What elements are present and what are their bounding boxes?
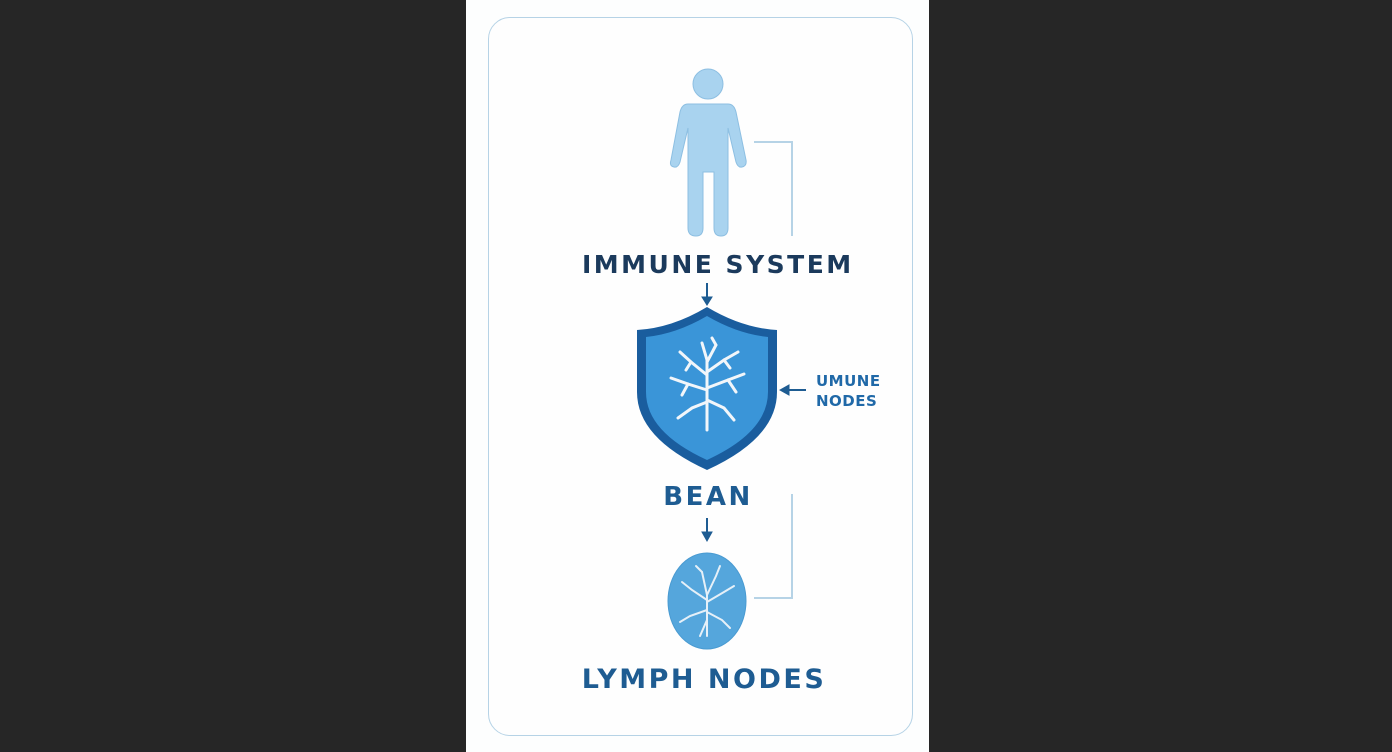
diagram-page: IMMUNE SYSTEM BEAN LYMPH NODES UMUNE NOD… bbox=[466, 0, 929, 752]
label-lymph-nodes: LYMPH NODES bbox=[581, 664, 827, 695]
shield-tree-icon bbox=[637, 307, 777, 470]
diagram-graphics bbox=[637, 68, 806, 650]
arrow-down-icon bbox=[701, 283, 713, 306]
side-label: UMUNE NODES bbox=[816, 371, 881, 411]
side-label-line2: NODES bbox=[816, 392, 878, 410]
lymph-node-oval-icon bbox=[667, 552, 747, 650]
label-bean: BEAN bbox=[663, 482, 753, 512]
connector-line-bottom bbox=[754, 494, 793, 599]
connector-line-top bbox=[754, 141, 793, 236]
arrow-down-icon bbox=[701, 518, 713, 543]
person-icon bbox=[669, 68, 747, 237]
arrow-left-icon bbox=[778, 384, 806, 396]
label-immune-system: IMMUNE SYSTEM bbox=[582, 250, 854, 279]
side-label-line1: UMUNE bbox=[816, 372, 881, 390]
